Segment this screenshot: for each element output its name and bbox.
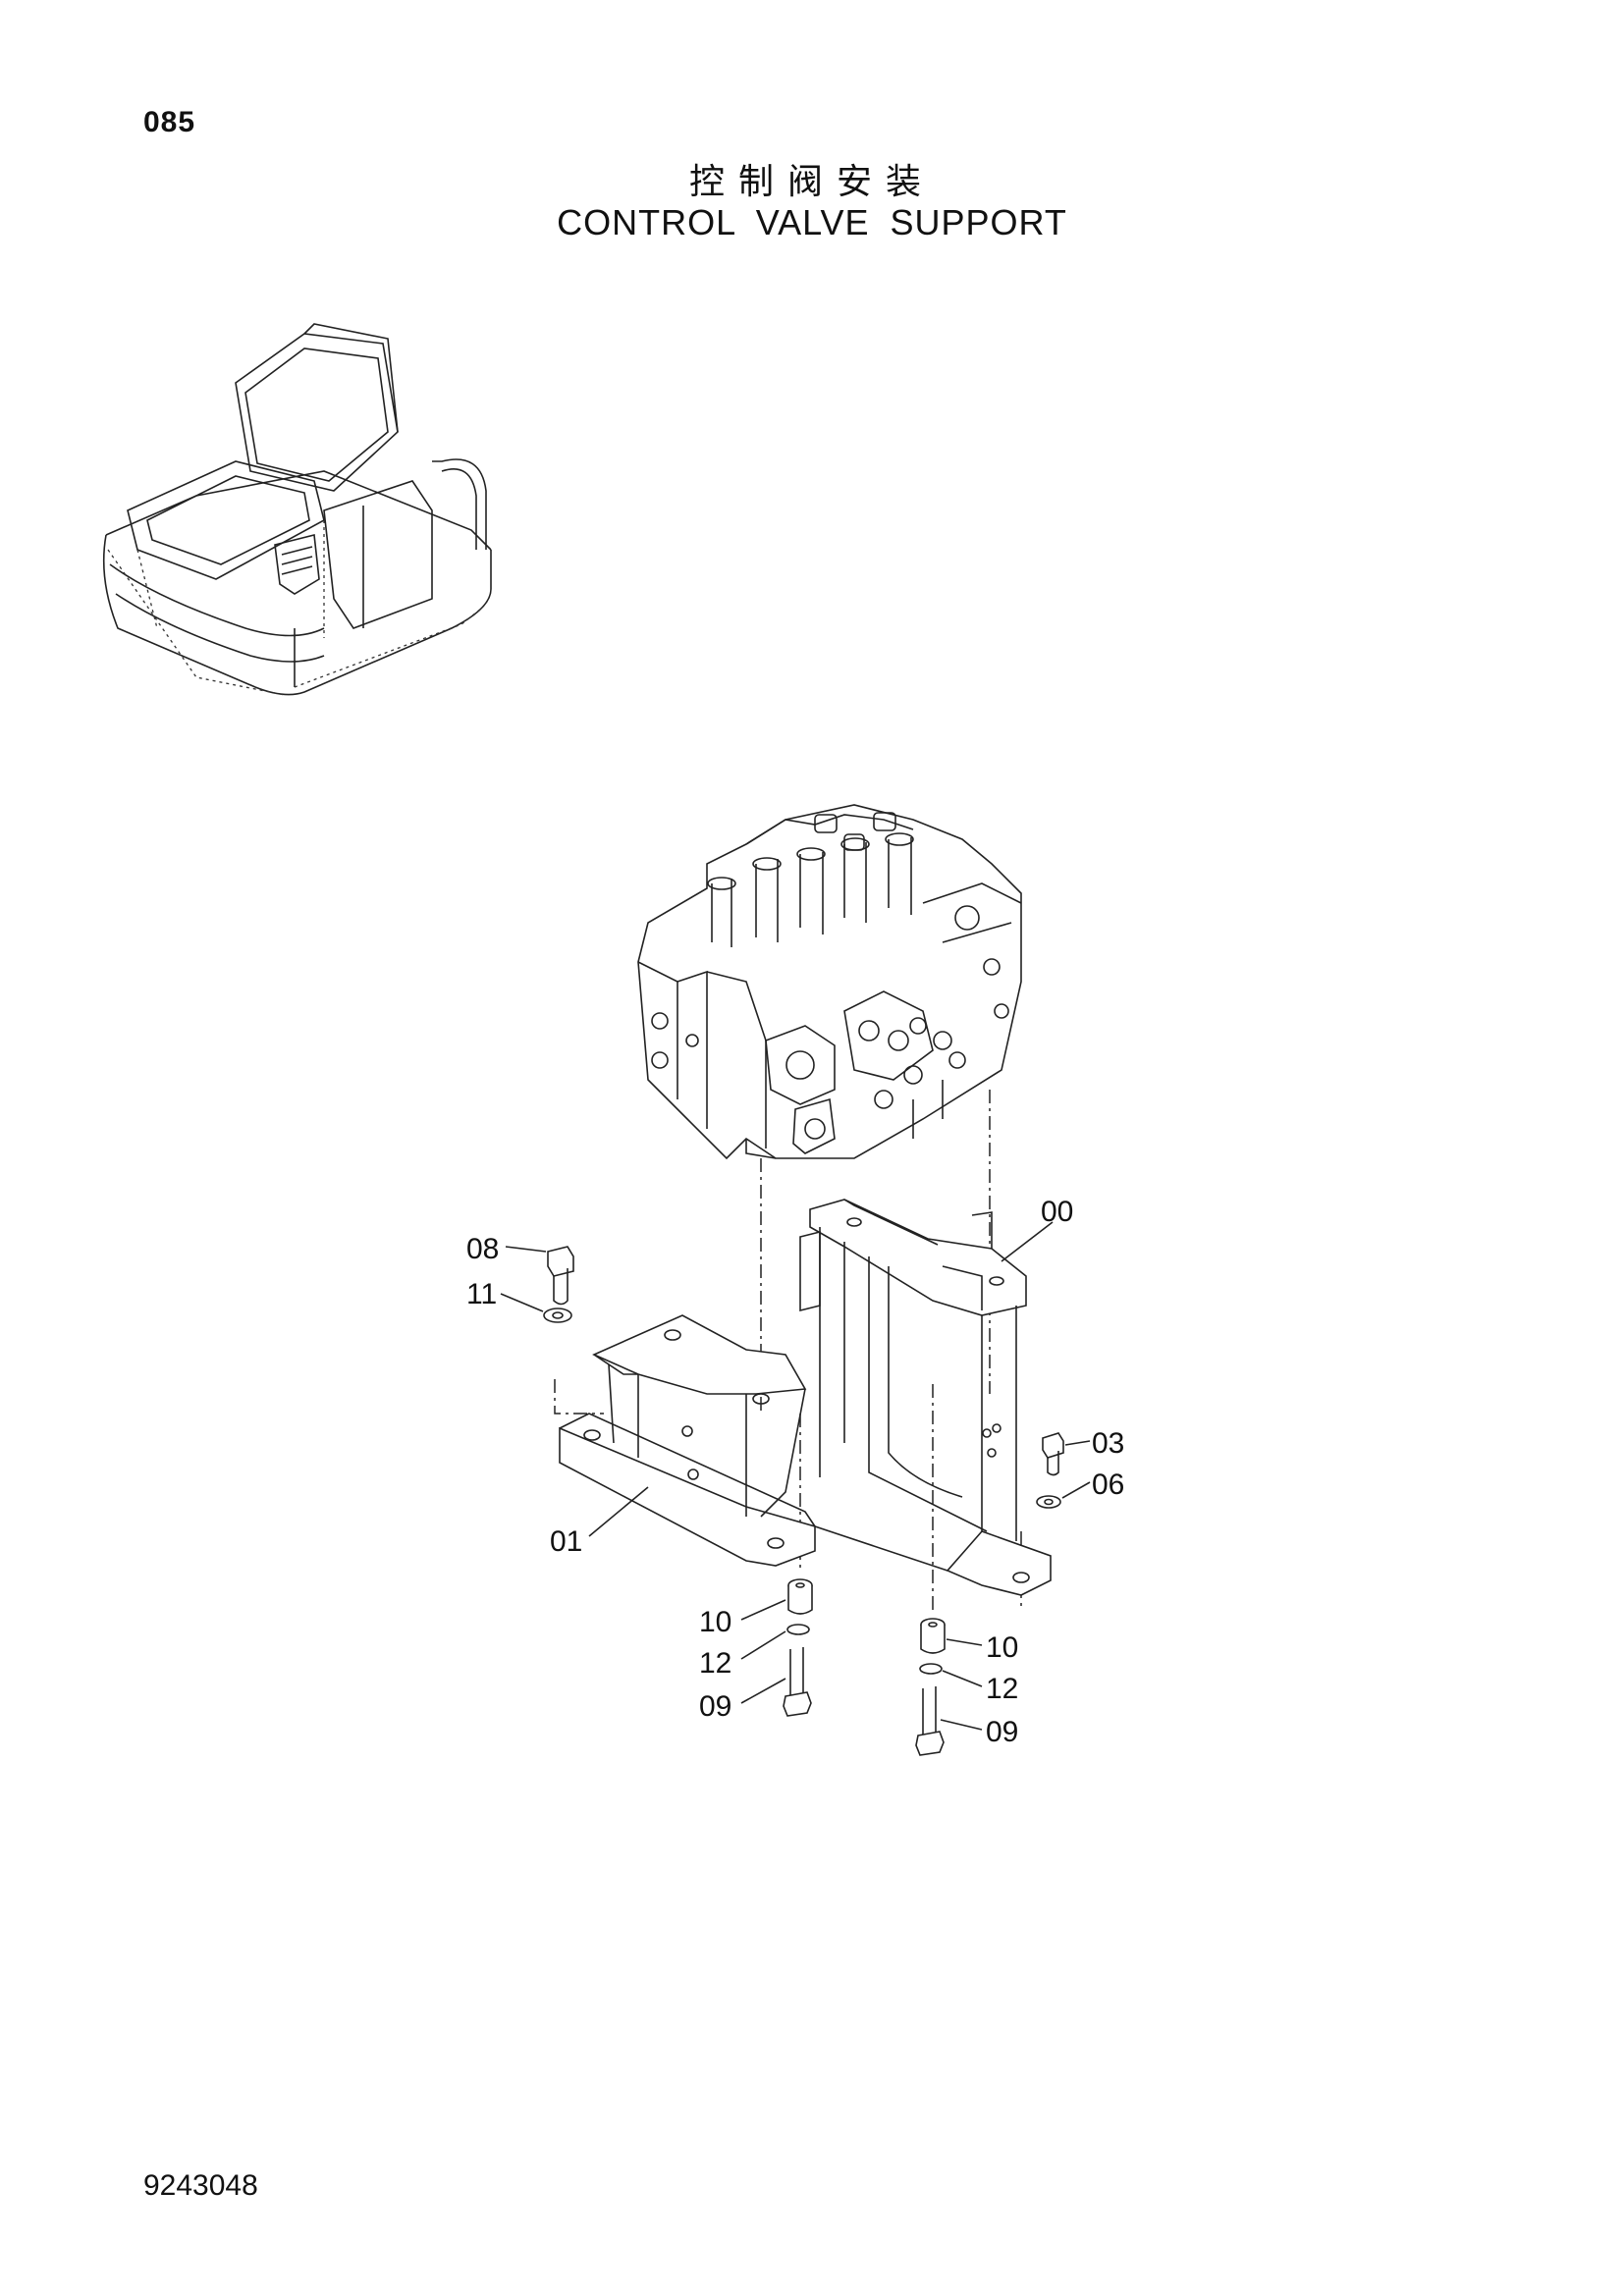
title-english: CONTROL VALVE SUPPORT	[557, 202, 1067, 242]
bolt-03	[1042, 1432, 1064, 1476]
callout-12-left: 12	[699, 1647, 731, 1680]
bolt-09-right	[915, 1686, 945, 1756]
page-number: 085	[143, 106, 196, 138]
washer-11	[543, 1308, 572, 1323]
spacer-10-left	[787, 1578, 813, 1615]
callout-10-right: 10	[986, 1631, 1018, 1664]
callout-10-left: 10	[699, 1606, 731, 1638]
spacer-10-right	[920, 1618, 946, 1654]
control-valve-assembly	[637, 804, 1022, 1160]
callout-08: 08	[466, 1233, 499, 1265]
callout-12-right: 12	[986, 1673, 1018, 1705]
washer-06	[1036, 1495, 1061, 1509]
callout-06: 06	[1092, 1468, 1124, 1501]
leader-lines	[500, 1221, 1091, 1731]
callout-09-right: 09	[986, 1716, 1018, 1748]
document-number: 9243048	[143, 2169, 258, 2202]
machine-locator-illustration	[102, 323, 492, 696]
callout-09-left: 09	[699, 1690, 731, 1723]
bolt-08	[547, 1246, 574, 1306]
bracket-part-00	[799, 1199, 1052, 1596]
washer-12-right	[919, 1663, 943, 1675]
bolt-09-left	[783, 1647, 812, 1717]
callout-01: 01	[550, 1525, 582, 1558]
title-chinese: 控制阀安装	[688, 162, 935, 202]
callout-03: 03	[1092, 1427, 1124, 1460]
callout-00: 00	[1041, 1196, 1073, 1228]
washer-12-left	[786, 1624, 810, 1635]
callout-11: 11	[466, 1278, 497, 1310]
bracket-part-01	[559, 1314, 816, 1567]
